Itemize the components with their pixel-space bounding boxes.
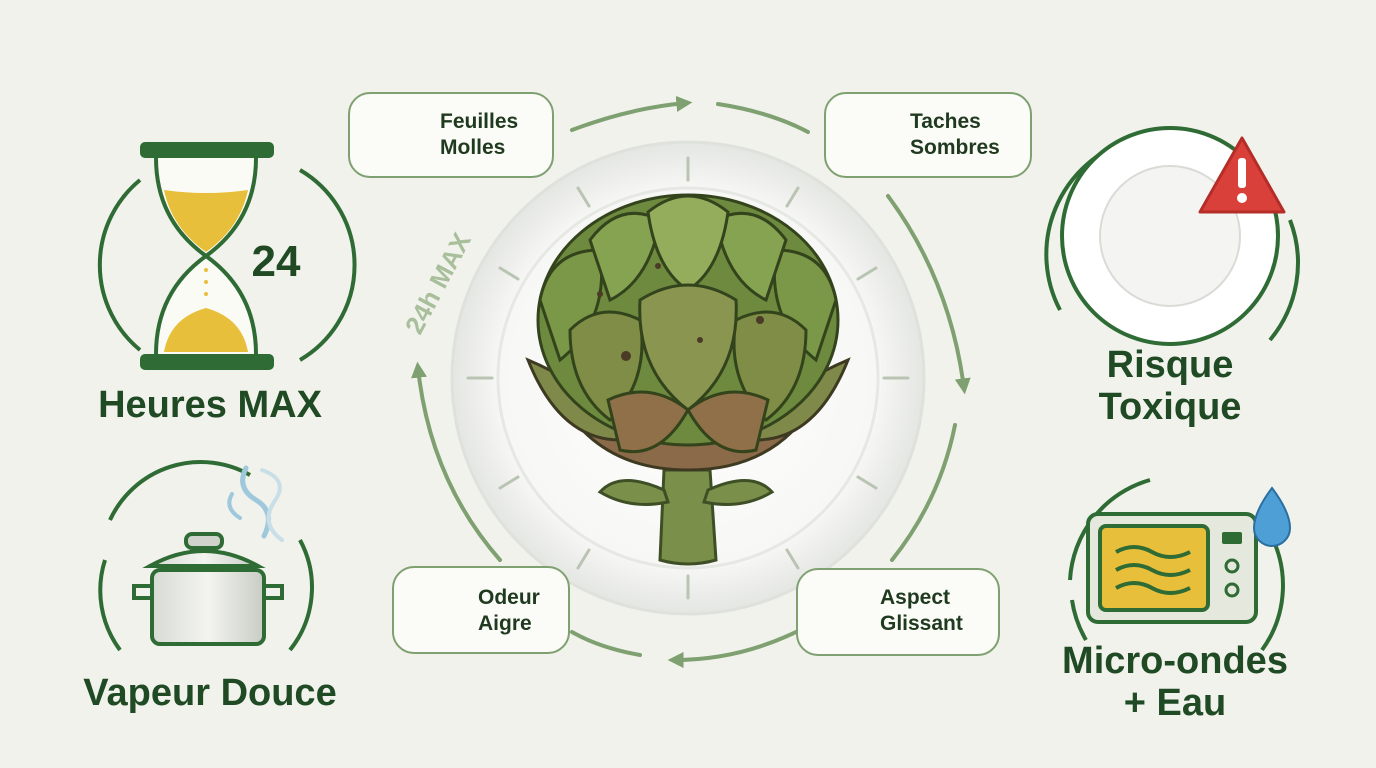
steam-label: Vapeur Douce <box>83 672 337 714</box>
steaming-pot-icon <box>98 460 314 652</box>
artichoke-illustration <box>525 193 851 566</box>
microwave-water-icon <box>1068 478 1292 652</box>
step-bubble-soft-leaves <box>348 92 554 178</box>
step-slimy-look-text: Aspect Glissant <box>880 585 963 637</box>
microwave-label-line2: + Eau <box>1123 682 1227 724</box>
step-dark-spots-line1: Taches <box>910 110 981 133</box>
arrow-bottom-left <box>570 630 642 657</box>
step-sour-smell-line1: Odeur <box>478 586 540 609</box>
toxic-label: Risque Toxique <box>1060 344 1280 428</box>
plate-warning-icon <box>1044 126 1300 346</box>
microwave-label-line1: Micro-ondes <box>1062 640 1288 682</box>
microwave-label: Micro-ondes + Eau <box>1030 640 1320 724</box>
arrow-right <box>886 194 971 395</box>
arrow-left <box>411 361 502 562</box>
hourglass-number: 24 <box>252 237 301 286</box>
step-slimy-look-line1: Aspect <box>880 586 951 609</box>
step-soft-leaves-line2: Molles <box>440 136 506 159</box>
toxic-label-line2: Toxique <box>1098 386 1242 428</box>
arrow-top-right <box>716 102 810 134</box>
arrow-bottom <box>667 628 802 668</box>
hourglass-label: Heures MAX <box>98 384 322 426</box>
step-bubble-slimy-look <box>796 568 1000 656</box>
hourglass-icon <box>97 142 357 370</box>
step-soft-leaves-text: Feuilles Molles <box>440 109 518 161</box>
toxic-label-line1: Risque <box>1106 344 1234 386</box>
step-soft-leaves-line1: Feuilles <box>440 110 519 133</box>
step-bubble-sour-smell <box>392 566 570 654</box>
step-sour-smell-line2: Aigre <box>478 612 532 635</box>
step-sour-smell-text: Odeur Aigre <box>478 585 540 637</box>
cycle-arrows <box>411 95 971 668</box>
step-dark-spots-text: Taches Sombres <box>910 109 1000 161</box>
arrow-top-left <box>570 95 693 132</box>
step-bubble-dark-spots <box>824 92 1032 178</box>
step-slimy-look-line2: Glissant <box>880 612 963 635</box>
arrow-right-low <box>890 423 957 562</box>
step-dark-spots-line2: Sombres <box>910 136 1000 159</box>
